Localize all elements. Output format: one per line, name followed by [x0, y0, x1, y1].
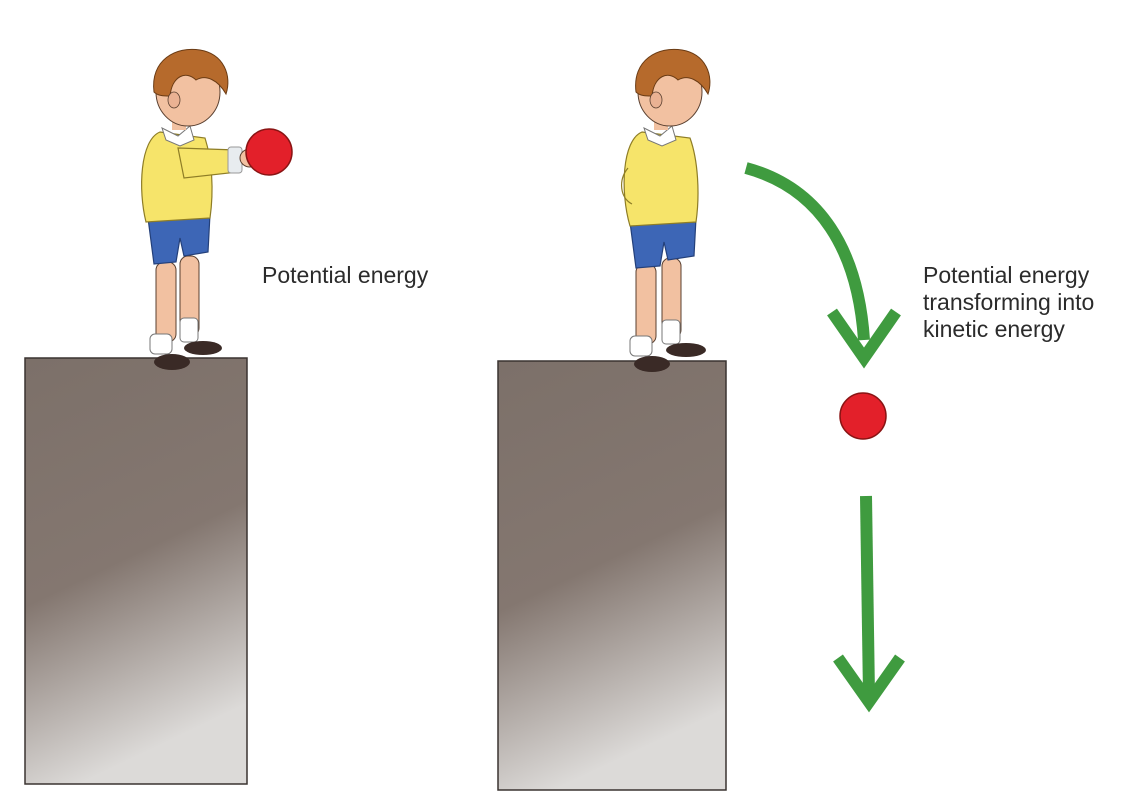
down-arrow-icon [833, 495, 905, 713]
boy-holding-ball [141, 48, 261, 370]
boy-dropped-ball [621, 48, 711, 372]
left-pillar [24, 357, 248, 785]
ball-falling [839, 392, 887, 440]
label-right-line-3: kinetic energy [923, 316, 1065, 342]
curved-arrow-icon [744, 162, 901, 369]
label-right-line-1: Potential energy [923, 262, 1090, 288]
label-left-line: Potential energy [262, 262, 429, 288]
potential-energy-label: Potential energy [262, 262, 428, 289]
ball-held [245, 128, 293, 176]
right-pillar [497, 360, 727, 791]
transformation-label: Potential energy transforming into kinet… [923, 262, 1094, 343]
label-right-line-2: transforming into [923, 289, 1095, 315]
